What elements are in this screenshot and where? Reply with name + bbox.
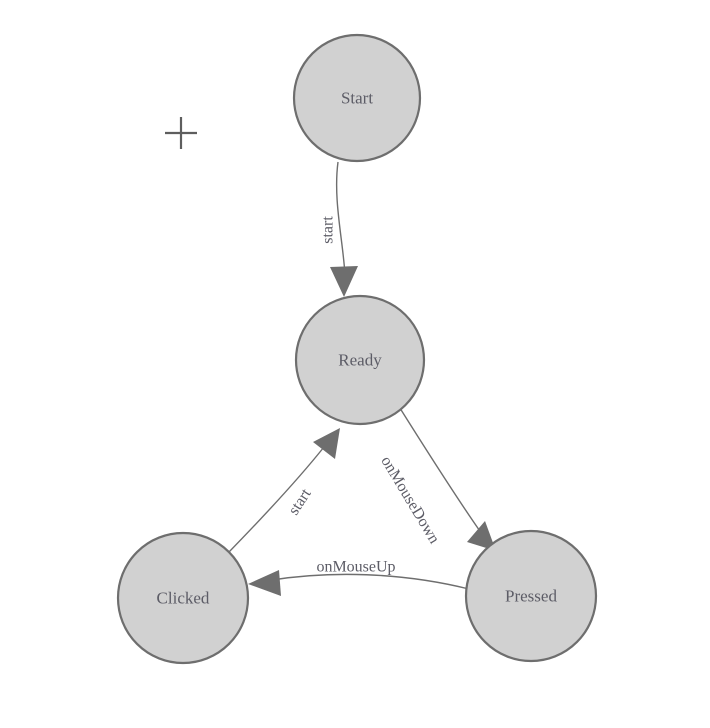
node-shape-clicked[interactable] <box>116 531 250 665</box>
edge-label-ready-to-pressed: onMouseDown <box>377 453 442 546</box>
edge-path-start-to-ready <box>335 161 346 276</box>
node-ready[interactable]: Ready <box>294 294 426 426</box>
edge-label-start-to-ready: start <box>320 216 337 244</box>
node-label-clicked: Clicked <box>157 589 210 608</box>
arrowhead-clicked-to-ready <box>313 428 340 459</box>
arrowhead-pressed-to-clicked <box>248 570 281 596</box>
arrowhead-ready-to-pressed <box>467 521 496 551</box>
node-label-pressed: Pressed <box>505 587 557 606</box>
node-label-start: Start <box>341 89 373 108</box>
crosshair-icon <box>165 117 197 149</box>
edge-label-pressed-to-clicked: onMouseUp <box>316 559 395 576</box>
arrowhead-start-to-ready <box>330 266 358 297</box>
edge-pressed-to-clicked[interactable] <box>248 570 470 596</box>
edge-path-clicked-to-ready <box>228 446 325 553</box>
node-shape-ready[interactable] <box>294 294 426 426</box>
edge-label-clicked-to-ready: start <box>285 485 315 518</box>
edge-path-pressed-to-clicked <box>271 573 470 590</box>
edge-clicked-to-ready[interactable] <box>228 428 340 553</box>
node-shape-start[interactable] <box>292 33 422 163</box>
edge-ready-to-pressed[interactable] <box>397 404 496 551</box>
node-start[interactable]: Start <box>292 33 422 163</box>
edge-path-ready-to-pressed <box>397 404 483 535</box>
node-clicked[interactable]: Clicked <box>116 531 250 665</box>
node-shape-pressed[interactable] <box>464 529 598 663</box>
node-label-ready: Ready <box>338 351 382 370</box>
node-pressed[interactable]: Pressed <box>464 529 598 663</box>
edge-start-to-ready[interactable] <box>330 161 358 297</box>
